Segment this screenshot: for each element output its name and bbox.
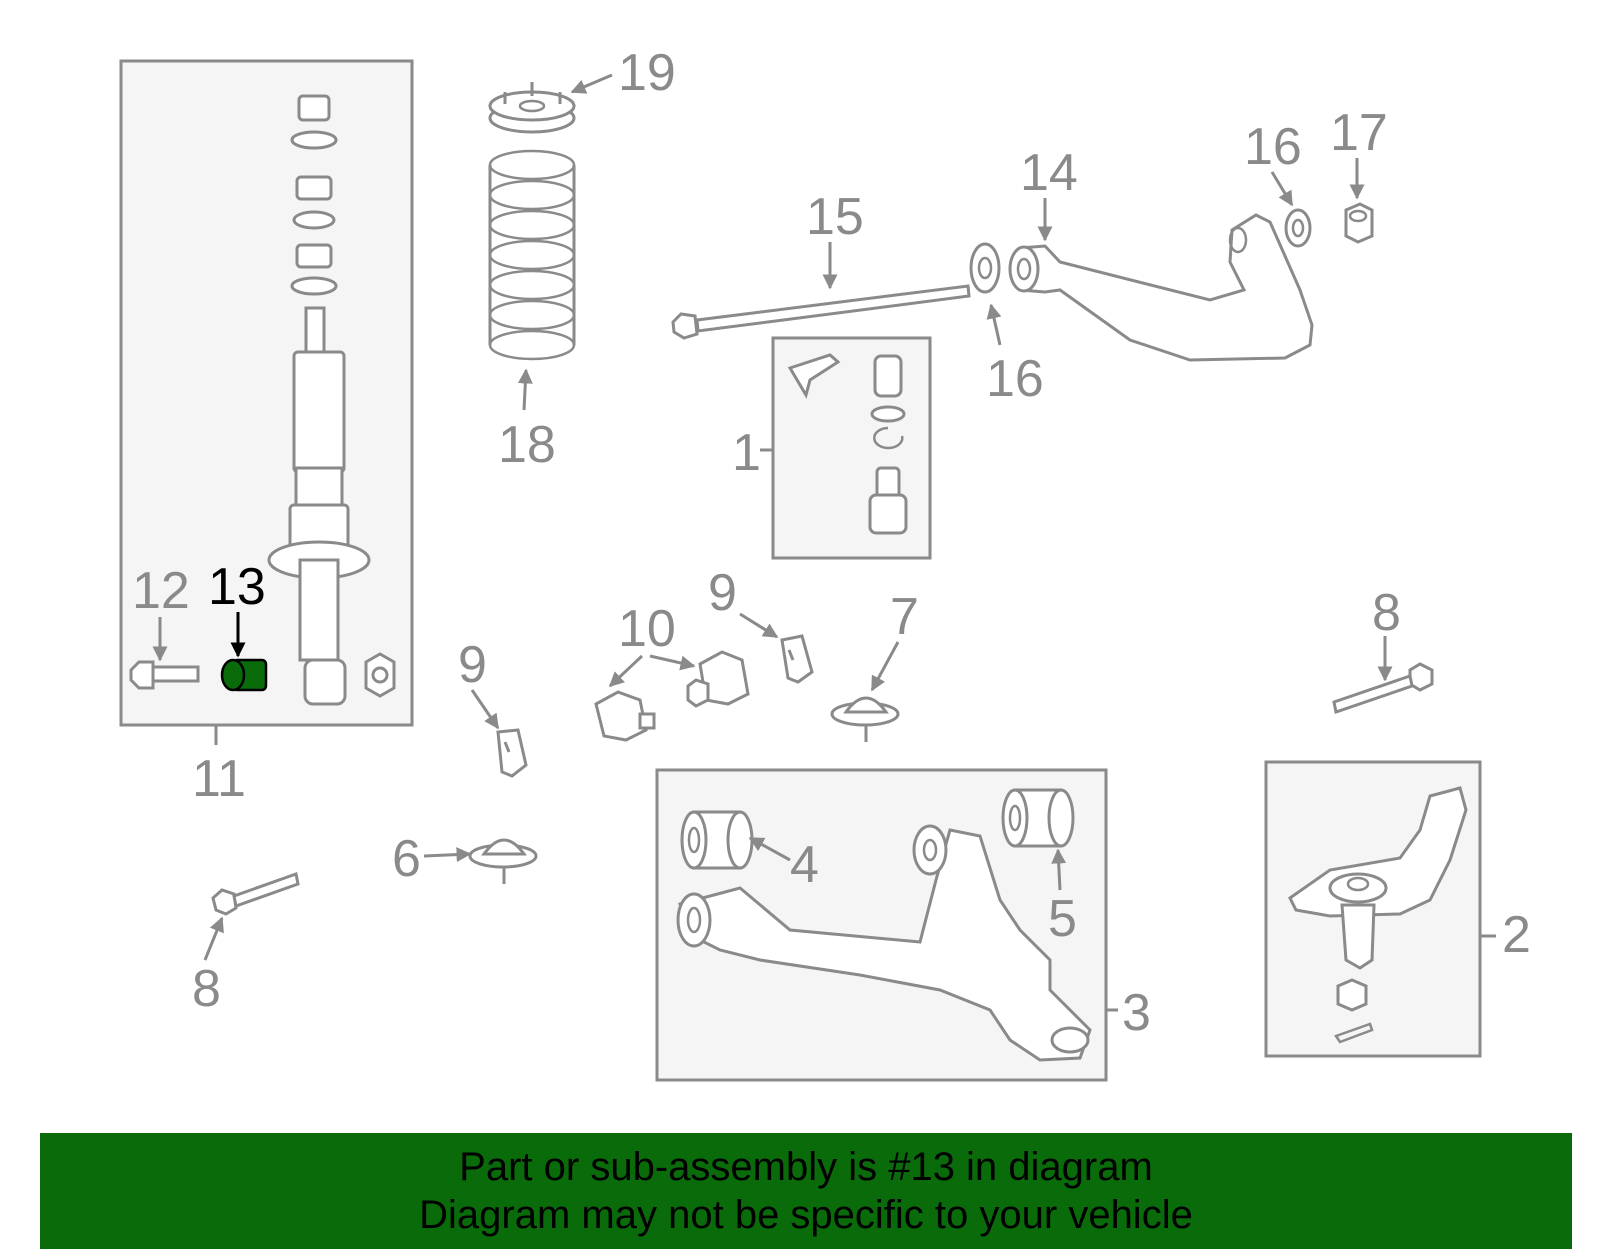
ball-joint-kit-group [760,336,932,560]
upper-control-arm [969,213,1314,362]
banner-line-2: Diagram may not be specific to your vehi… [419,1193,1193,1237]
info-banner: Part or sub-assembly is #13 in diagram D… [40,1133,1572,1249]
label-8-right: 8 [1372,584,1401,642]
label-16-bottom: 16 [986,350,1044,408]
label-6: 6 [392,830,421,888]
cam-bolt-10-left [594,690,656,742]
label-9-left: 9 [458,636,487,694]
label-1: 1 [732,424,761,482]
knuckle-group [1264,760,1496,1058]
nut-17 [1344,202,1374,244]
shock-absorber [267,306,371,706]
label-8-left: 8 [192,960,221,1018]
bolt-8-right [1332,662,1434,714]
strut-assembly-box [119,59,414,727]
label-5: 5 [1048,890,1077,948]
label-7: 7 [890,588,919,646]
label-16-top: 16 [1244,118,1302,176]
bolt-12 [129,660,200,690]
callout-labels: 1 2 3 4 5 6 7 8 8 9 9 10 11 12 13 14 15 … [132,44,1531,1042]
bumper-7 [830,696,900,742]
label-13[interactable]: 13 [208,558,266,616]
cam-bolt-10-right [686,650,750,708]
label-14: 14 [1020,144,1078,202]
cam-plate-9-right [780,634,814,684]
bumper-6 [468,838,538,884]
label-2: 2 [1502,906,1531,964]
strut-top-hardware [290,94,338,296]
strut-nut [364,652,396,698]
label-19: 19 [618,44,676,102]
label-10: 10 [618,600,676,658]
bushing-5 [1001,788,1075,848]
long-bolt-15 [671,284,971,340]
label-17: 17 [1330,104,1388,162]
banner-line-1: Part or sub-assembly is #13 in diagram [459,1145,1153,1189]
strut-assembly-group [119,59,414,745]
label-3: 3 [1122,984,1151,1042]
washer-16 [1284,208,1312,248]
cam-plate-9-left [496,728,528,778]
label-18: 18 [498,416,556,474]
bolt-8-left [211,872,300,916]
coil-spring [488,149,576,361]
label-11: 11 [192,750,246,808]
spring-mount-19 [488,82,576,134]
bushing-4 [680,810,754,870]
label-12: 12 [132,562,190,620]
bushing-13-highlighted[interactable] [220,658,268,692]
label-9-right: 9 [708,564,737,622]
label-4: 4 [790,836,819,894]
label-15: 15 [806,188,864,246]
